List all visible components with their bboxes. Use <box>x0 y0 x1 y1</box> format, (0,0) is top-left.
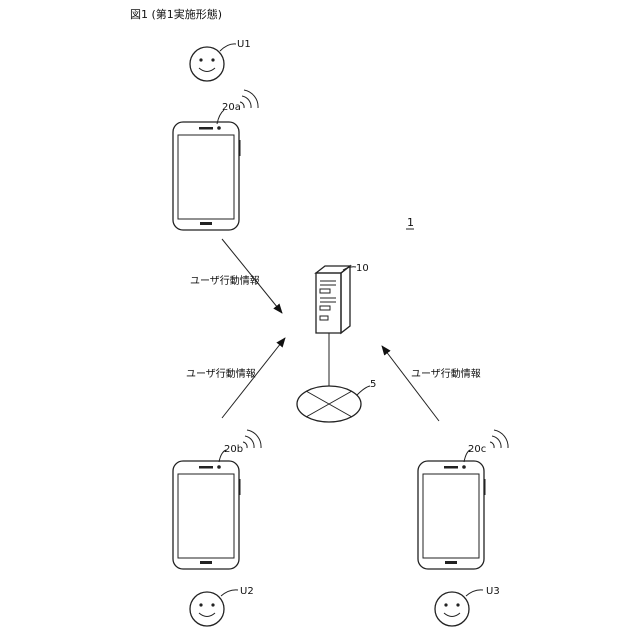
arrow-20c-to-server <box>382 346 439 421</box>
user-u3-face-icon <box>435 592 469 626</box>
terminal-20a-phone-icon <box>173 122 240 230</box>
terminal-20a-signal-icon <box>240 90 258 108</box>
terminal-20b-signal-icon <box>243 430 261 448</box>
terminal-20a-label: 20a <box>222 102 241 113</box>
user-u1-face-icon <box>190 47 224 81</box>
terminal-20c-signal-icon <box>490 430 508 448</box>
user-u3-leader <box>466 590 483 596</box>
server-icon <box>316 266 350 333</box>
terminal-20b-phone-icon <box>173 461 240 569</box>
user-u2-label: U2 <box>240 586 254 597</box>
figure-title: 図1 (第1実施形態) <box>130 7 222 21</box>
system-ref-label: 1 <box>407 216 414 229</box>
user-u1-label: U1 <box>237 39 251 50</box>
user-u2-leader <box>221 590 238 596</box>
network-icon <box>297 386 361 422</box>
terminal-20c-phone-icon <box>418 461 485 569</box>
terminal-20c-label: 20c <box>468 444 486 455</box>
network-label: 5 <box>370 379 376 390</box>
arrow-b-label: ユーザ行動情報 <box>186 367 256 380</box>
arrow-c-label: ユーザ行動情報 <box>411 367 481 380</box>
user-u3-label: U3 <box>486 586 500 597</box>
network-leader <box>357 386 370 395</box>
user-u2-face-icon <box>190 592 224 626</box>
server-label: 10 <box>356 263 369 274</box>
terminal-20b-label: 20b <box>224 444 243 455</box>
user-u1-leader <box>220 44 236 51</box>
arrow-a-label: ユーザ行動情報 <box>190 274 260 287</box>
